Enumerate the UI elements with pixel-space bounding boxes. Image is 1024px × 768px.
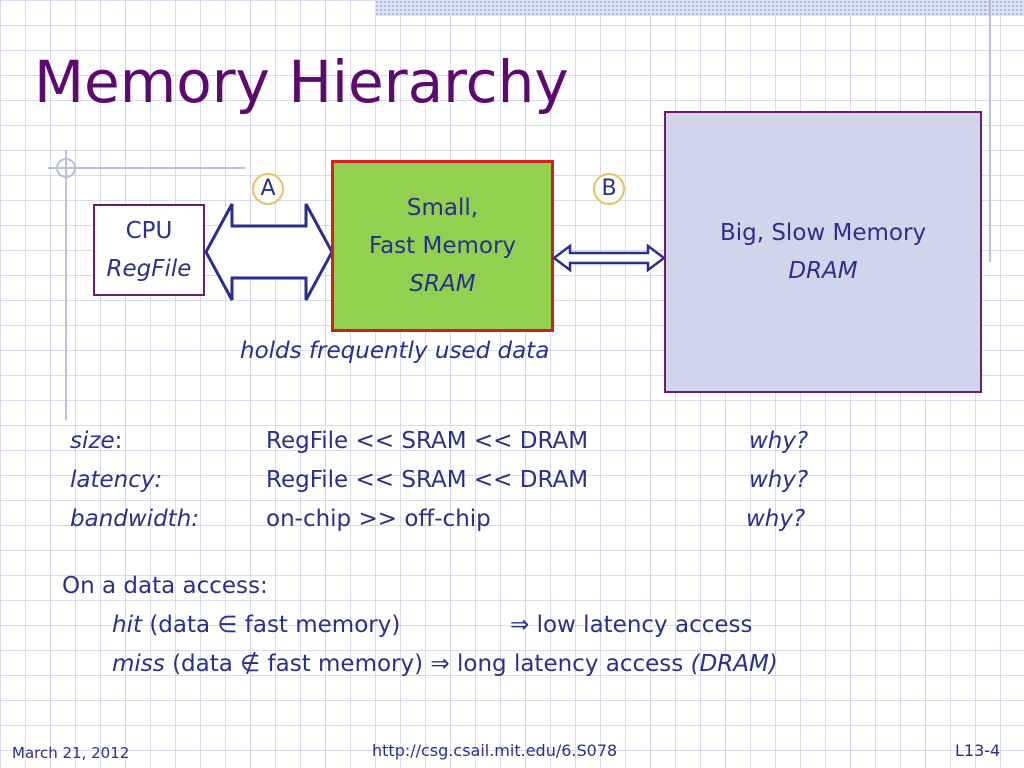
latency-why: why?: [749, 467, 809, 493]
bandwidth-why: why?: [746, 506, 806, 532]
size-row: size:: [70, 428, 122, 454]
sram-line-small: Small,: [406, 195, 479, 221]
sram-line-fast-memory: Fast Memory: [368, 233, 517, 259]
size-label-colon: :: [114, 428, 123, 454]
miss-result: long latency access: [457, 651, 684, 677]
miss-term: miss: [112, 651, 165, 677]
miss-condition: (data ∉ fast memory): [172, 651, 424, 677]
miss-extra: (DRAM): [690, 651, 778, 677]
footer-url[interactable]: http://csg.csail.mit.edu/6.S078: [372, 741, 618, 760]
label-b-badge: B: [593, 173, 625, 205]
size-relation: RegFile << SRAM << DRAM: [266, 428, 589, 454]
footer-date: March 21, 2012: [12, 744, 130, 762]
cpu-regfile-box: CPU RegFile: [93, 204, 205, 296]
cpu-label: CPU: [125, 218, 173, 244]
size-label: size: [70, 428, 115, 454]
arrow-a: [204, 203, 334, 301]
latency-label: latency:: [70, 467, 163, 493]
label-a-badge: A: [252, 173, 284, 205]
dram-line-dram: DRAM: [788, 258, 858, 284]
sram-box: Small, Fast Memory SRAM: [331, 160, 554, 332]
sram-line-sram: SRAM: [409, 271, 476, 297]
latency-relation: RegFile << SRAM << DRAM: [266, 467, 589, 493]
hit-result: low latency access: [536, 612, 753, 638]
arrow-b: [551, 243, 667, 273]
implies-icon: ⇒: [510, 612, 530, 638]
implies-icon: ⇒: [430, 651, 450, 677]
footer-page-number: L13-4: [955, 741, 1001, 760]
hit-line: hit (data ∈ fast memory): [112, 612, 400, 638]
miss-line: miss (data ∉ fast memory) ⇒ long latency…: [112, 651, 778, 677]
size-why: why?: [749, 428, 809, 454]
dram-line-big-slow: Big, Slow Memory: [719, 220, 927, 246]
sram-caption: holds frequently used data: [240, 338, 550, 364]
page-title: Memory Hierarchy: [34, 48, 569, 116]
regfile-label: RegFile: [106, 256, 192, 282]
header-dot-band: [375, 0, 1024, 16]
bandwidth-label: bandwidth:: [70, 506, 200, 532]
dram-box: Big, Slow Memory DRAM: [664, 111, 982, 393]
access-heading: On a data access:: [62, 573, 268, 599]
hit-result-line: ⇒ low latency access: [510, 612, 752, 638]
hit-term: hit: [112, 612, 142, 638]
hit-condition: (data ∈ fast memory): [149, 612, 401, 638]
bandwidth-relation: on-chip >> off-chip: [266, 506, 491, 532]
